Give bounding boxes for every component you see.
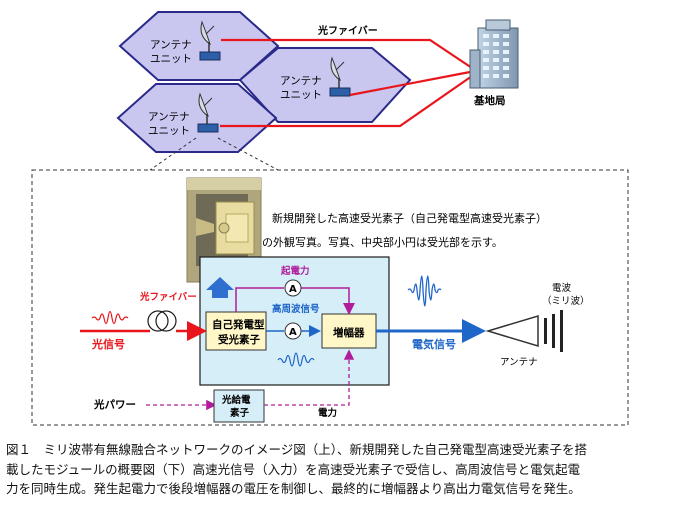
up-arrow-icon (206, 277, 234, 298)
optical-feed-block (213, 389, 265, 423)
optical-feed-label: 素子 (229, 407, 250, 419)
optical-signal-label: 光信号 (91, 337, 125, 351)
fiber-label-module: 光ファイバー (139, 291, 197, 303)
antenna-unit-label: ユニット (150, 53, 192, 65)
antenna-unit-label: アンテナ (150, 39, 192, 51)
cell-hex-3 (116, 83, 278, 153)
radio-wave-label: 電波 (552, 282, 572, 294)
output-wave-icon (407, 275, 442, 307)
antenna-unit-label: ユニット (280, 89, 322, 101)
photodiode-block (205, 311, 267, 351)
antenna-label: アンテナ (500, 357, 538, 368)
antenna-unit-label: アンテナ (148, 111, 190, 123)
base-station-label: 基地局 (473, 94, 506, 107)
ammeter-symbol: A (289, 327, 297, 338)
amplifier-label: 増幅器 (333, 326, 365, 339)
ammeter-symbol: A (289, 284, 297, 295)
electric-signal-label: 電気信号 (412, 337, 456, 351)
horn-antenna-icon (485, 314, 539, 348)
figure-caption: 図１ ミリ波帯有無線融合ネットワークのイメージ図（上）、新規開発した自己発電型高… (6, 440, 668, 499)
base-station-building-icon (469, 19, 519, 89)
caption-line: 図１ ミリ波帯有無線融合ネットワークのイメージ図（上）、新規開発した自己発電型高… (6, 442, 588, 457)
self-power-label: 起電力 (280, 265, 310, 277)
optical-power-label: 光パワー (93, 398, 136, 411)
antenna-unit-label: アンテナ (280, 75, 322, 87)
photodiode-label: 自己発電型 (212, 318, 265, 331)
caption-line: 力を同時生成。発生起電力で後段増幅器の電圧を制御し、最終的に増幅器より高出力電気… (6, 481, 581, 496)
photo-caption: 新規開発した高速受光素子（自己発電型高速受光素子） (272, 211, 547, 225)
cell-hex-2 (238, 47, 412, 123)
dish-antenna-icon (329, 56, 351, 97)
fiber-lines (220, 38, 473, 128)
photo-caption: の外観写真。写真、中央部小円は受光部を示す。 (262, 235, 503, 249)
dish-antenna-icon (199, 20, 221, 61)
hf-wave-icon (277, 352, 315, 367)
power-label: 電力 (318, 407, 337, 419)
dish-antenna-icon (197, 92, 219, 133)
antenna-unit-label: ユニット (148, 125, 190, 137)
caption-line: 載したモジュールの概要図（下）高速光信号（入力）を高速受光素子で受信し、高周波信… (6, 461, 581, 477)
module-detail-frame (31, 169, 629, 426)
fiber-coil-icon (147, 310, 177, 332)
radio-wave-icon (544, 310, 563, 352)
diagram-canvas: アンテナ ユニット アンテナ ユニット アンテナ ユニット 光ファイバー 基地局 (31, 11, 629, 426)
hf-signal-label: 高周波信号 (272, 303, 320, 315)
optical-wave-icon (91, 310, 129, 325)
fiber-label-top: 光ファイバー (317, 24, 378, 37)
optical-feed-label: 光給電 (221, 394, 251, 406)
radio-wave-label: （ミリ波） (542, 295, 590, 307)
cell-hex-1 (118, 11, 280, 81)
photodiode-label: 受光素子 (218, 333, 260, 346)
